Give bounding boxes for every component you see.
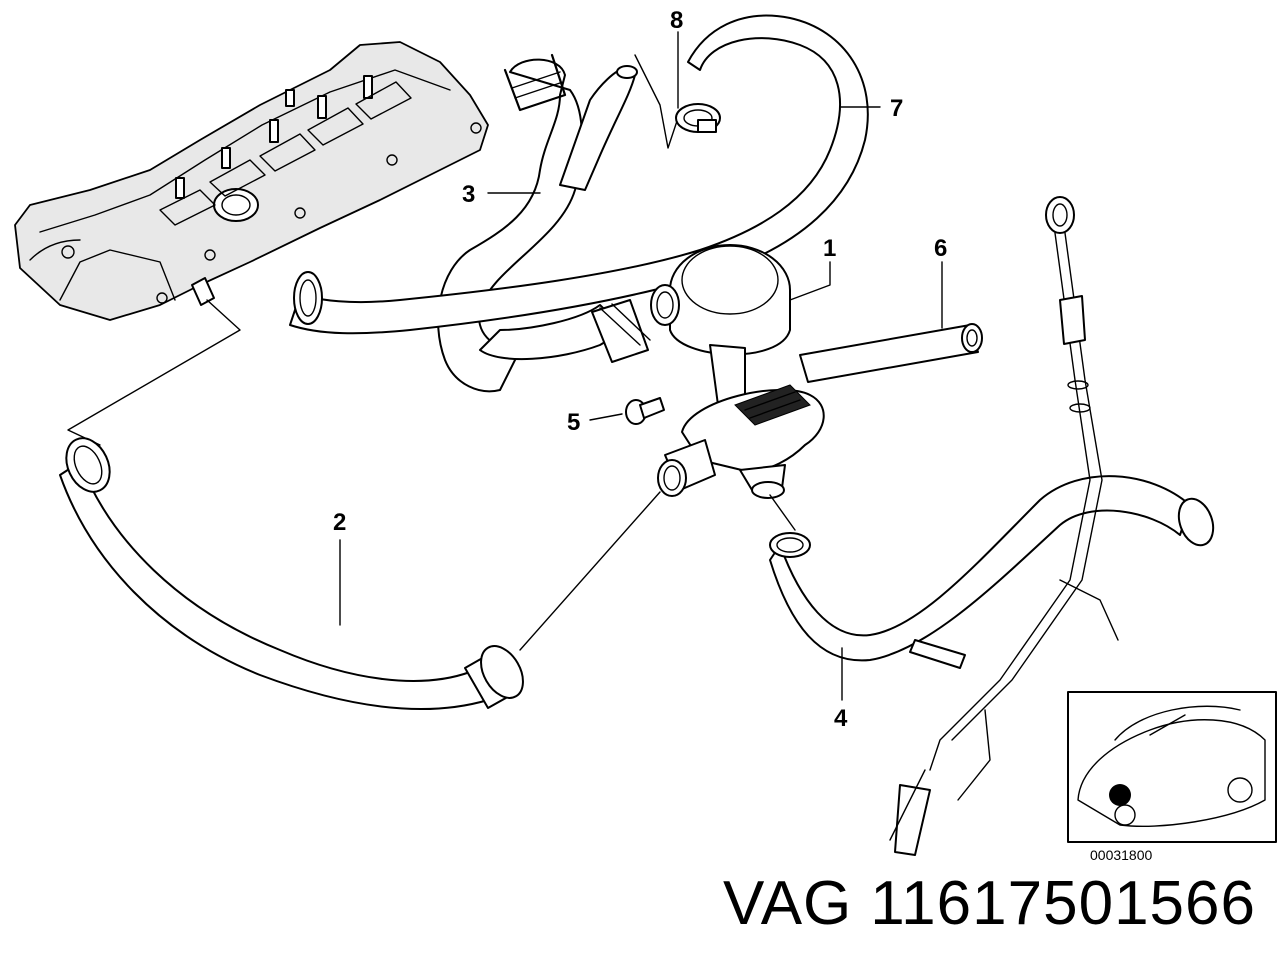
connection-line [769,494,796,531]
callout-8: 8 [670,7,683,34]
screw-5 [625,397,665,425]
callout-3: 3 [462,181,475,208]
connection-line [634,54,681,149]
callout-1: 1 [823,235,836,262]
leader-1 [789,261,831,301]
connection-line [67,299,241,446]
oil-separator-valve-1 [650,244,791,421]
clamp-8 [675,103,721,133]
cover-studs [175,75,373,199]
callout-6: 6 [934,235,947,262]
vehicle-location-inset [1067,691,1277,843]
valve-housing [657,384,825,499]
hose-2 [59,437,524,711]
hose-4 [769,475,1215,662]
pipe-6 [799,323,983,383]
valve-cover [14,41,489,321]
dipstick-guide [889,196,1119,856]
location-marker-icon [1109,784,1131,806]
inset-reference-code: 00031800 [1090,847,1153,863]
callout-4: 4 [834,705,848,732]
leader-5 [589,413,623,421]
connector-hose [479,299,651,363]
callout-7: 7 [890,95,903,122]
part-brand: VAG [722,869,853,938]
callout-5: 5 [567,409,580,436]
callout-2: 2 [333,509,346,536]
part-number: 11617501566 [870,869,1256,938]
connection-line [519,491,661,651]
